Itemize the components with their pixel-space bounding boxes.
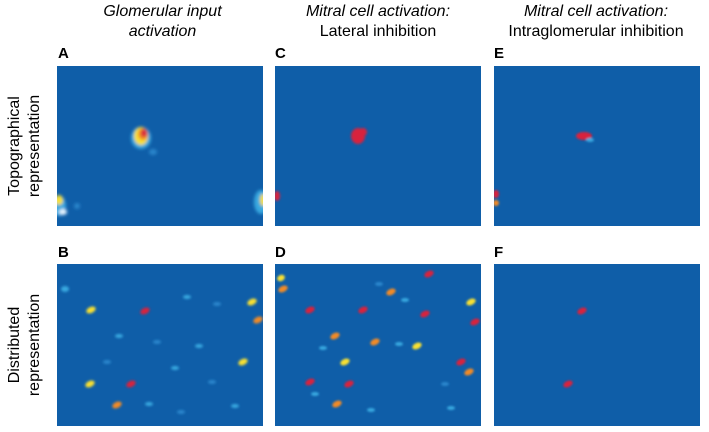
panel-b-activation-map bbox=[57, 264, 263, 426]
activation-spot bbox=[278, 285, 288, 293]
activation-spot bbox=[177, 410, 185, 414]
column-title-glomerular: Glomerular input activation bbox=[60, 2, 265, 42]
activation-spot bbox=[61, 286, 69, 292]
activation-spot bbox=[145, 402, 153, 406]
column-title-line2: activation bbox=[128, 23, 197, 40]
activation-spot bbox=[59, 209, 67, 215]
panel-f-activation-map bbox=[494, 264, 700, 426]
activation-spot bbox=[344, 380, 354, 388]
activation-spot bbox=[141, 129, 147, 137]
activation-spot bbox=[208, 380, 216, 384]
activation-spot bbox=[115, 334, 123, 338]
activation-spot bbox=[305, 378, 315, 386]
panel-c-activation-map bbox=[275, 66, 481, 226]
activation-spot bbox=[74, 203, 80, 209]
column-title-line2: Lateral inhibition bbox=[319, 23, 437, 40]
column-title-intraglomerular: Mitral cell activation: Intraglomerular … bbox=[490, 2, 702, 42]
activation-spot bbox=[149, 149, 157, 155]
activation-spot bbox=[358, 306, 368, 314]
activation-spot bbox=[441, 382, 449, 386]
activation-spot bbox=[359, 128, 367, 136]
panel-e-activation-map bbox=[494, 66, 700, 226]
activation-spot bbox=[85, 380, 95, 388]
panel-letter-d: D bbox=[275, 244, 286, 261]
activation-spot bbox=[247, 298, 257, 306]
panel-letter-a: A bbox=[58, 45, 69, 62]
row-label-line2: representation bbox=[26, 293, 43, 397]
activation-spot bbox=[470, 318, 480, 326]
activation-spot bbox=[126, 380, 136, 388]
activation-spot bbox=[195, 344, 203, 348]
activation-spot bbox=[86, 306, 96, 314]
activation-spot bbox=[447, 406, 455, 410]
activation-spot bbox=[260, 194, 263, 206]
activation-spot bbox=[153, 340, 161, 344]
column-title-line1: Glomerular input bbox=[103, 3, 222, 20]
activation-spot bbox=[456, 358, 466, 366]
activation-spot bbox=[494, 200, 499, 206]
activation-spot bbox=[275, 191, 280, 201]
row-label-distributed: Distributed representation bbox=[0, 264, 50, 426]
row-label-topographical: Topographical representation bbox=[0, 66, 50, 226]
activation-spot bbox=[57, 195, 63, 205]
activation-spot bbox=[305, 306, 315, 314]
activation-spot bbox=[311, 392, 319, 396]
activation-spot bbox=[494, 190, 499, 198]
column-title-line2: Intraglomerular inhibition bbox=[508, 23, 684, 40]
column-title-line1: Mitral cell activation: bbox=[305, 3, 451, 20]
activation-spot bbox=[319, 346, 327, 350]
activation-spot bbox=[330, 332, 340, 340]
activation-spot bbox=[563, 380, 573, 388]
activation-spot bbox=[375, 282, 383, 286]
activation-spot bbox=[577, 307, 587, 315]
activation-spot bbox=[171, 366, 179, 370]
activation-spot bbox=[277, 274, 285, 282]
panel-letter-c: C bbox=[275, 45, 286, 62]
activation-spot bbox=[367, 408, 375, 412]
activation-spot bbox=[412, 342, 422, 350]
activation-spot bbox=[386, 288, 396, 296]
activation-spot bbox=[464, 368, 474, 376]
panel-letter-f: F bbox=[494, 244, 504, 261]
activation-spot bbox=[253, 316, 263, 324]
panel-a-activation-map bbox=[57, 66, 263, 226]
activation-spot bbox=[231, 404, 239, 408]
panel-d-activation-map bbox=[275, 264, 481, 426]
column-title-lateral: Mitral cell activation: Lateral inhibiti… bbox=[268, 2, 488, 42]
column-title-line1: Mitral cell activation: bbox=[523, 3, 669, 20]
activation-spot bbox=[395, 342, 403, 346]
activation-spot bbox=[586, 138, 594, 142]
row-label-line1: Topographical bbox=[6, 96, 23, 196]
activation-spot bbox=[466, 298, 476, 306]
activation-spot bbox=[254, 190, 263, 214]
activation-spot bbox=[238, 358, 248, 366]
activation-spot bbox=[370, 338, 380, 346]
row-label-line1: Distributed bbox=[6, 306, 23, 384]
activation-spot bbox=[424, 270, 434, 278]
activation-spot bbox=[213, 302, 221, 306]
activation-spot bbox=[332, 400, 342, 408]
activation-spot bbox=[401, 298, 409, 302]
activation-spot bbox=[576, 132, 592, 140]
row-label-line2: representation bbox=[26, 94, 43, 198]
activation-spot bbox=[183, 295, 191, 299]
activation-spot bbox=[340, 358, 350, 366]
panel-letter-e: E bbox=[494, 45, 505, 62]
activation-spot bbox=[112, 401, 122, 409]
activation-spot bbox=[420, 310, 430, 318]
activation-spot bbox=[103, 360, 111, 364]
panel-letter-b: B bbox=[58, 244, 69, 261]
activation-spot bbox=[140, 307, 150, 315]
